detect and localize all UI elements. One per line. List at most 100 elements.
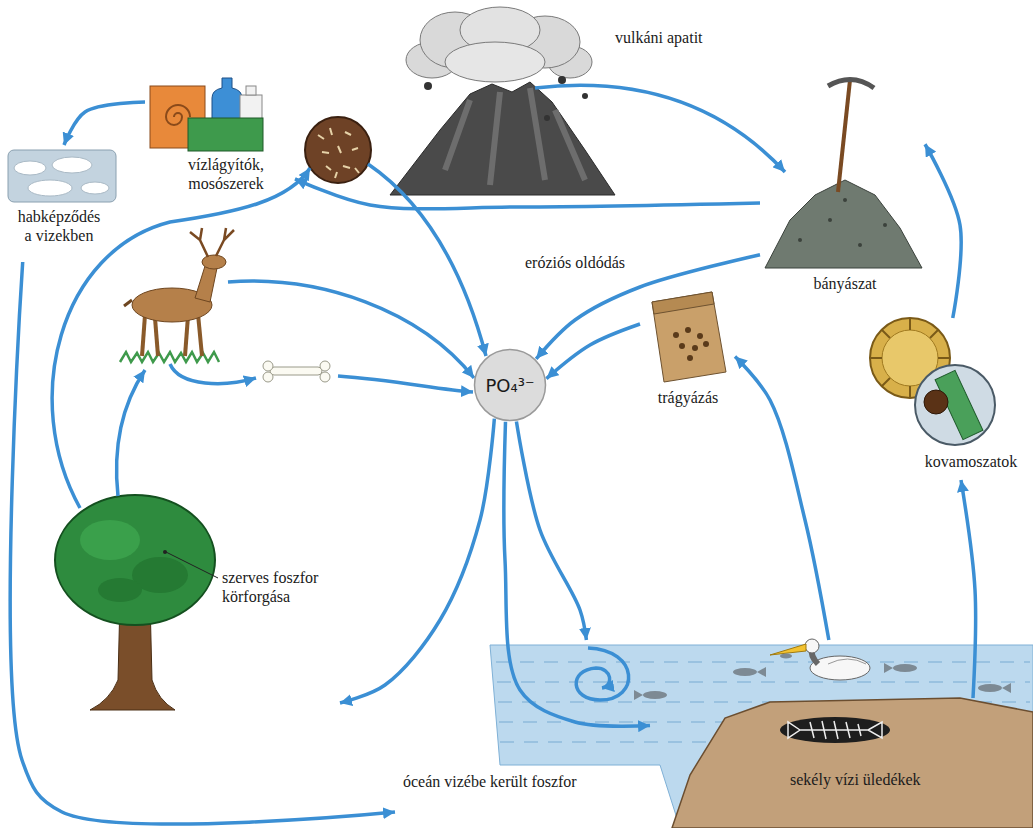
deer-part <box>185 316 188 356</box>
mining-pile-part <box>828 218 832 222</box>
arrow-label: eróziós oldódás <box>522 253 628 272</box>
mining-pile-part <box>858 243 862 247</box>
ion-formula: PO₄³⁻ <box>486 376 535 395</box>
ocean-water-part <box>496 661 1030 663</box>
fertilizer-bag-part <box>687 355 693 361</box>
mining-pile <box>765 79 922 268</box>
organism-arrows-part <box>117 370 145 496</box>
mining-pile-part <box>838 80 850 192</box>
tree-leader-line <box>163 550 218 578</box>
fertilizer-node: trágyázás <box>640 285 735 415</box>
foam-on-water-part <box>28 180 72 196</box>
node-caption: sekély vízi üledékek <box>790 770 970 789</box>
volcanic-apatite-arrow <box>535 85 785 172</box>
water-spiral-arrow <box>576 648 628 700</box>
sediment-node: sekély vízi üledékek <box>650 698 1030 808</box>
fish-part <box>733 668 757 676</box>
tree-leader-line-part <box>163 550 167 554</box>
volcano-part <box>558 76 566 84</box>
soil-circle-part <box>305 117 371 183</box>
tree-leader-line-part <box>166 552 218 578</box>
cycle-arrow <box>546 324 640 379</box>
tree <box>55 495 215 710</box>
tree-node: szerves foszfor körforgása <box>55 478 340 720</box>
deer-part <box>155 318 158 356</box>
node-caption: habképződés a vizekben <box>13 207 105 245</box>
bone-part <box>320 372 330 382</box>
deer-part <box>198 314 202 356</box>
mining-pile-part <box>798 238 802 242</box>
pelican-part <box>770 644 806 655</box>
organism-arrows-part <box>338 376 473 392</box>
fish-part <box>893 664 917 672</box>
organism-arrows-part <box>228 281 474 378</box>
pelican-part <box>810 656 870 680</box>
detergent-packages-part <box>166 105 190 125</box>
volcano-part <box>424 82 432 90</box>
sediment-mound-part <box>788 721 882 739</box>
fertilizer-bag <box>652 292 726 382</box>
cycle-arrow <box>504 422 650 727</box>
foam-on-water <box>8 150 116 202</box>
cycle-arrow <box>961 480 976 698</box>
deer-part <box>142 315 145 356</box>
mining-pile-part <box>883 223 887 227</box>
volcano <box>390 76 615 195</box>
caption-block: bányászat <box>805 274 885 293</box>
volcano-cloud-part <box>445 42 545 82</box>
sediment-mound-part <box>672 698 1033 828</box>
mining-pile-part <box>765 180 922 268</box>
mining-node: bányászat <box>760 62 925 297</box>
tree-part <box>98 578 142 602</box>
fertilizer-bag-part <box>652 292 726 382</box>
cycle-arrow <box>925 144 961 318</box>
detergent-packages-part <box>246 86 256 95</box>
fertilizer-bag-part <box>692 345 698 351</box>
fertilizer-bag-part <box>697 333 703 339</box>
fertilizer-bag-part <box>703 341 709 347</box>
foam-on-water-part <box>14 161 46 175</box>
foam-on-water-part <box>81 182 109 194</box>
node-caption: szerves foszfor körforgása <box>222 568 334 606</box>
cycle-arrow <box>295 179 760 209</box>
caption-block: PO₄³⁻ <box>473 348 547 422</box>
node-caption: óceán vizébe került foszfor <box>403 772 653 791</box>
fish-part <box>884 663 893 673</box>
pelican-part <box>780 654 792 659</box>
organism-arrows <box>52 164 486 508</box>
bone <box>263 361 330 382</box>
bone-part <box>263 372 273 382</box>
deer <box>120 228 234 362</box>
volcano-cloud <box>406 7 592 82</box>
fertilizer-bag-part <box>679 343 685 349</box>
node-caption: vízlágyítók, mosószerek <box>180 155 272 193</box>
volcano-part <box>544 115 550 121</box>
tree-part <box>55 495 215 625</box>
caption-block: vízlágyítók, mosószerek <box>180 155 272 193</box>
deer-part <box>120 352 219 362</box>
mining-pile-part <box>843 198 847 202</box>
diatoms-part <box>915 365 995 445</box>
fish-part <box>634 690 643 700</box>
detergent-packages-part <box>188 118 263 151</box>
tree-part <box>80 520 140 560</box>
organism-arrows-part <box>170 364 256 384</box>
bone-part <box>320 361 330 371</box>
node-caption: bányászat <box>805 274 885 293</box>
volcano-part <box>582 93 588 99</box>
foam-on-water-part <box>8 150 116 202</box>
sediment-mound-part <box>780 717 890 743</box>
ocean-node: óceán vizébe került foszfor sekély vízi ü… <box>395 640 1033 822</box>
fertilizer-bag-part <box>685 327 691 333</box>
mining-pile-part <box>828 79 874 88</box>
phosphate-circle: PO₄³⁻ <box>473 348 547 422</box>
bone-part <box>263 361 273 371</box>
ocean-water <box>490 645 1033 828</box>
organism-arrows-part <box>368 164 486 356</box>
foam-node: habképződés a vizekben <box>5 145 123 262</box>
deer-part <box>202 255 226 269</box>
caption-block: trágyázás <box>646 388 730 407</box>
fertilizer-bag-part <box>652 292 714 314</box>
sediment-mound <box>672 698 1033 828</box>
caption-block: szerves foszfor körforgása <box>222 568 334 606</box>
